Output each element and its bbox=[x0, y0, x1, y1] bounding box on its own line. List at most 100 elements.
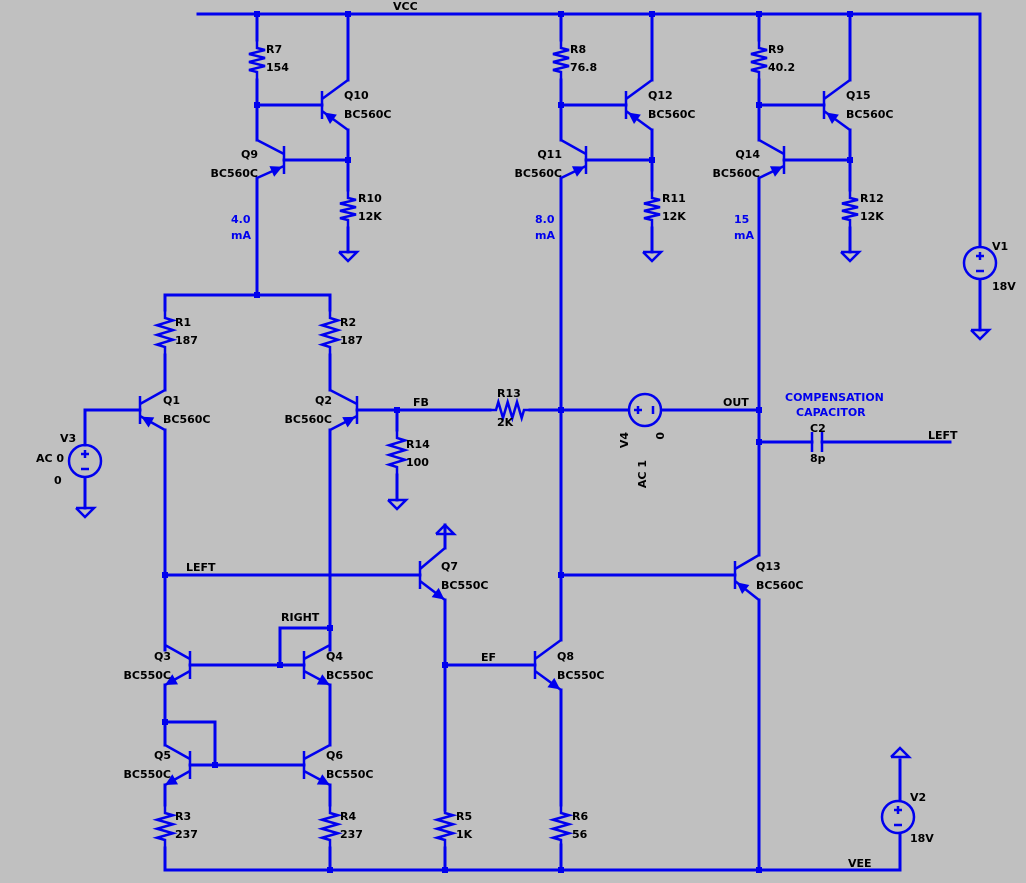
transistor-model: BC560C bbox=[515, 167, 563, 180]
junction-dot bbox=[442, 867, 448, 873]
resistor-r9[interactable] bbox=[750, 40, 768, 80]
transistor-q8[interactable] bbox=[533, 638, 562, 692]
wires bbox=[83, 11, 982, 873]
transistor-q2[interactable] bbox=[329, 388, 359, 432]
transistor-ref: Q10 bbox=[344, 89, 369, 102]
transistor-collector bbox=[734, 553, 760, 571]
resistor-r8[interactable] bbox=[552, 40, 570, 80]
ground-symbol bbox=[338, 250, 361, 263]
resistor-ref: R7 bbox=[266, 43, 282, 56]
junction-dot bbox=[558, 867, 564, 873]
transistor-q6[interactable] bbox=[302, 743, 331, 787]
junction-dot bbox=[442, 662, 448, 668]
transistor-q14[interactable] bbox=[758, 138, 786, 180]
junction-dot bbox=[394, 407, 400, 413]
resistor-ref: R1 bbox=[175, 316, 191, 329]
resistor-r5[interactable] bbox=[432, 805, 458, 848]
source-value2: 0 bbox=[54, 474, 62, 487]
resistor-r6[interactable] bbox=[548, 805, 574, 848]
voltage-source-v1[interactable] bbox=[962, 245, 998, 281]
resistor-value: 1K bbox=[456, 828, 473, 841]
resistor-ref: R11 bbox=[662, 192, 686, 205]
resistor-ref: R6 bbox=[572, 810, 588, 823]
resistor-r3[interactable] bbox=[152, 805, 178, 848]
current-annotation-q9: mA bbox=[231, 229, 251, 242]
transistor-collector bbox=[329, 388, 358, 406]
transistor-q13[interactable] bbox=[733, 553, 760, 601]
transistor-q3[interactable] bbox=[164, 643, 192, 687]
right-net bbox=[278, 626, 332, 667]
resistor-r2[interactable] bbox=[317, 310, 343, 355]
transistor-q4[interactable] bbox=[302, 643, 331, 687]
net-label-left-out: LEFT bbox=[928, 429, 958, 442]
resistor-value: 12K bbox=[358, 210, 382, 223]
resistor-r1[interactable] bbox=[152, 310, 178, 355]
transistor-q5[interactable] bbox=[164, 743, 192, 787]
transistor-q12[interactable] bbox=[624, 78, 653, 132]
capacitor-c2[interactable] bbox=[810, 432, 824, 452]
transistor-model: BC550C bbox=[124, 768, 172, 781]
transistor-collector bbox=[758, 138, 785, 156]
transistor-ref: Q1 bbox=[163, 394, 180, 407]
resistor-ref: R2 bbox=[340, 316, 356, 329]
ground-symbol bbox=[387, 498, 410, 511]
transistor-arrow bbox=[316, 674, 330, 685]
voltage-source-v3[interactable] bbox=[67, 443, 103, 479]
ground-symbol bbox=[75, 506, 98, 519]
transistor-ref: Q8 bbox=[557, 650, 574, 663]
source-ref: V4 bbox=[618, 432, 631, 449]
resistor-zigzag bbox=[317, 805, 343, 848]
transistor-arrow bbox=[269, 166, 283, 177]
current-annotation-q11: 8.0 bbox=[535, 213, 555, 226]
junction-dot bbox=[345, 157, 351, 163]
junction-dot bbox=[345, 11, 351, 17]
resistor-r4[interactable] bbox=[317, 805, 343, 848]
junction-dot bbox=[254, 102, 260, 108]
ground-symbol bbox=[970, 328, 993, 341]
resistor-r13[interactable] bbox=[490, 397, 530, 423]
resistor-value: 56 bbox=[572, 828, 588, 841]
transistor-q11[interactable] bbox=[560, 138, 588, 180]
current-annotation-q11: mA bbox=[535, 229, 555, 242]
transistor-model: BC560C bbox=[163, 413, 211, 426]
resistor-r11[interactable] bbox=[643, 190, 661, 228]
resistor-r12[interactable] bbox=[841, 190, 859, 228]
resistor-r10[interactable] bbox=[339, 190, 357, 228]
resistor-r7[interactable] bbox=[248, 40, 266, 80]
source-ref: V3 bbox=[60, 432, 76, 445]
transistor-q7[interactable] bbox=[418, 547, 446, 601]
transistor-collector bbox=[321, 78, 349, 101]
transistor-ref: Q6 bbox=[326, 749, 343, 762]
voltage-source-v2[interactable] bbox=[880, 799, 916, 835]
transistor-arrow bbox=[547, 677, 561, 690]
source-ref: V2 bbox=[910, 791, 926, 804]
resistor-value: 76.8 bbox=[570, 61, 597, 74]
transistor-q15[interactable] bbox=[822, 78, 851, 132]
supply-arrow bbox=[435, 523, 458, 536]
source-circle bbox=[962, 245, 998, 281]
junction-dot bbox=[649, 11, 655, 17]
transistor-arrow bbox=[324, 112, 337, 125]
transistor-collector bbox=[139, 388, 166, 406]
junction-dot bbox=[756, 439, 762, 445]
source-circle bbox=[67, 443, 103, 479]
junction-dot bbox=[254, 292, 260, 298]
resistor-zigzag bbox=[432, 805, 458, 848]
junction-dot bbox=[254, 11, 260, 17]
transistor-q10[interactable] bbox=[320, 78, 349, 132]
junction-dot bbox=[162, 719, 168, 725]
transistor-q9[interactable] bbox=[256, 138, 286, 180]
resistor-r14[interactable] bbox=[384, 430, 410, 475]
transistor-model: BC550C bbox=[124, 669, 172, 682]
voltage-source-v4[interactable] bbox=[627, 392, 663, 428]
transistor-ref: Q14 bbox=[735, 148, 760, 161]
junction-dot bbox=[558, 102, 564, 108]
resistor-zigzag bbox=[490, 397, 530, 423]
transistor-q1[interactable] bbox=[138, 388, 166, 432]
transistor-ref: Q11 bbox=[537, 148, 562, 161]
transistor-arrow bbox=[342, 416, 356, 428]
transistor-arrow bbox=[431, 587, 445, 600]
components bbox=[67, 40, 998, 848]
source-circle bbox=[880, 799, 916, 835]
source-value2: 0 bbox=[654, 432, 667, 440]
